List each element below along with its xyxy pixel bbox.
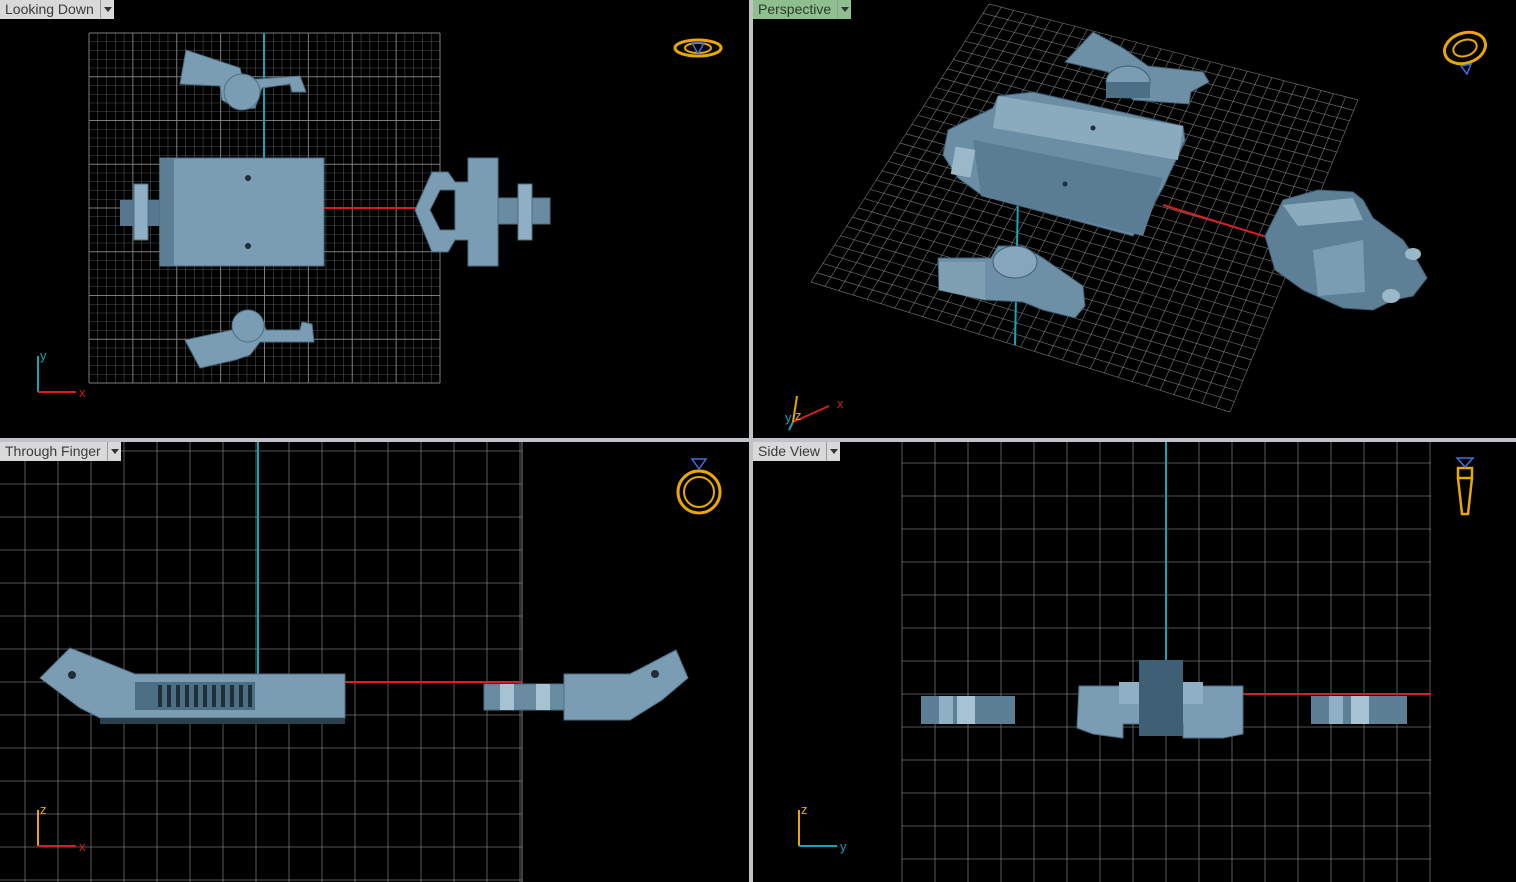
- slot: [239, 685, 243, 707]
- side-axis-z-label: z: [801, 802, 808, 817]
- ring-side-icon[interactable]: [1450, 456, 1480, 522]
- side-center-part: [1076, 660, 1244, 739]
- top-view-dropdown-icon[interactable]: [99, 0, 114, 19]
- persp-cam-upper: [1064, 31, 1210, 105]
- persp-right-clamp: [1264, 189, 1428, 311]
- top-axis-y-label: y: [40, 348, 47, 363]
- perspective-label: Perspective: [753, 0, 838, 19]
- persp-axis-y-label: y: [785, 410, 792, 425]
- slot: [212, 685, 216, 707]
- viewport-divider-horizontal[interactable]: [0, 438, 1516, 442]
- persp-x-axis-line: [1162, 204, 1284, 243]
- viewport-side[interactable]: Side View z y: [753, 442, 1516, 882]
- front-view-label: Through Finger: [0, 442, 107, 461]
- side-right-part: [1311, 696, 1407, 724]
- side-left-part: [921, 696, 1015, 724]
- ring-perspective-icon[interactable]: [1439, 26, 1493, 80]
- ring-top-icon[interactable]: [672, 34, 726, 64]
- perspective-axes-indicator: x y z: [785, 395, 844, 431]
- slot: [185, 685, 189, 707]
- slot: [167, 685, 171, 707]
- perspective-dropdown-icon[interactable]: [837, 0, 852, 19]
- slot: [248, 685, 252, 707]
- top-axes-indicator: y x: [37, 348, 86, 400]
- side-axis-y-label: y: [840, 839, 847, 854]
- grid-line: [822, 263, 1239, 392]
- front-axis-x-label: x: [79, 839, 86, 854]
- top-right-clamp: [414, 157, 551, 267]
- front-axes-indicator: z x: [37, 802, 86, 854]
- top-cam-lower: [184, 309, 315, 369]
- front-axis-z-label: z: [40, 802, 47, 817]
- slot: [230, 685, 234, 707]
- grid-line: [810, 281, 1231, 413]
- front-view-scene[interactable]: [0, 442, 749, 882]
- front-right-body: [483, 649, 689, 721]
- persp-cam-lower: [937, 245, 1086, 319]
- slot: [158, 685, 162, 707]
- side-view-tab[interactable]: Side View: [753, 442, 841, 461]
- persp-main-body: [942, 91, 1186, 237]
- top-axis-x-label: x: [79, 385, 86, 400]
- side-grid: [901, 442, 1431, 882]
- viewport-perspective[interactable]: Perspective x y z: [753, 0, 1516, 438]
- front-left-body: [39, 647, 346, 724]
- slot: [203, 685, 207, 707]
- side-view-label: Side View: [753, 442, 827, 461]
- viewport-front[interactable]: Through Finger z x: [0, 442, 749, 882]
- persp-axis-x-label: x: [837, 396, 844, 411]
- viewport-top[interactable]: Looking Down y x: [0, 0, 749, 438]
- grid-line: [828, 253, 1243, 382]
- slot: [176, 685, 180, 707]
- top-view-label: Looking Down: [0, 0, 100, 19]
- top-main-body: [120, 157, 325, 267]
- top-view-scene[interactable]: [0, 0, 749, 438]
- top-view-tab[interactable]: Looking Down: [0, 0, 114, 19]
- persp-axis-z-label: z: [795, 408, 802, 423]
- grid-line: [816, 272, 1235, 402]
- perspective-scene[interactable]: [753, 0, 1516, 438]
- slot: [221, 685, 225, 707]
- side-view-scene[interactable]: [753, 442, 1516, 882]
- grid-line: [1187, 90, 1322, 400]
- top-cam-upper: [179, 49, 307, 111]
- ring-front-icon[interactable]: [673, 456, 727, 520]
- front-view-tab[interactable]: Through Finger: [0, 442, 121, 461]
- slot: [194, 685, 198, 707]
- front-slots: [158, 685, 252, 707]
- grid-line: [1173, 87, 1310, 395]
- front-view-dropdown-icon[interactable]: [106, 442, 121, 461]
- side-view-dropdown-icon[interactable]: [826, 442, 841, 461]
- grid-line: [1201, 93, 1334, 404]
- side-axes-indicator: z y: [798, 802, 847, 854]
- perspective-tab[interactable]: Perspective: [753, 0, 852, 19]
